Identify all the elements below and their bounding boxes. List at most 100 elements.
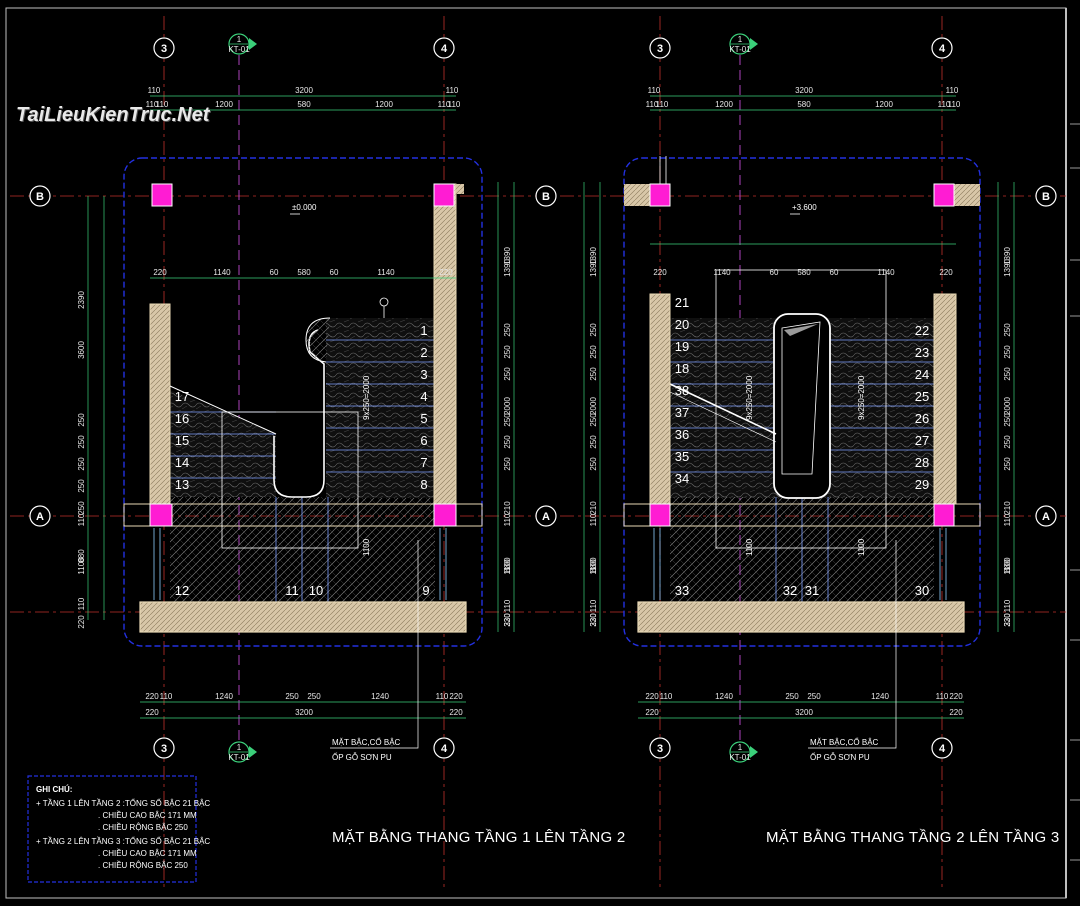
plan-title-1: MẶT BẰNG THANG TẦNG 1 LÊN TẦNG 2 <box>332 828 626 846</box>
dim-text: 110 <box>146 100 159 109</box>
dim-text: 2000 <box>1003 397 1012 415</box>
dim-text: 1240 <box>371 692 389 701</box>
dim-text: 60 <box>830 268 839 277</box>
dim-text: 220 <box>645 692 659 701</box>
dim-text: 250 <box>503 323 512 337</box>
dim-text: 1390 <box>503 259 512 277</box>
step-number: 22 <box>915 323 929 338</box>
dim-text: 580 <box>297 268 311 277</box>
step-number: 35 <box>675 449 689 464</box>
dim-text: 110 <box>946 86 959 95</box>
step-number: 21 <box>675 295 689 310</box>
note-line: + TẦNG 2 LÊN TẦNG 3 :TỔNG SỐ BẬC 21 BẬC <box>36 836 210 846</box>
step-number: 2 <box>420 345 427 360</box>
dim-text: 250 <box>503 457 512 471</box>
dimension-lines <box>87 95 1015 719</box>
step-number: 25 <box>915 389 929 404</box>
landing-floor <box>170 497 435 603</box>
step-number: 3 <box>420 367 427 382</box>
dim-text: 1100 <box>589 557 598 575</box>
step-number: 4 <box>420 389 427 404</box>
dim-text: 220 <box>1003 613 1012 627</box>
mid-dim: 1100 <box>745 538 754 556</box>
column <box>151 183 173 207</box>
dim-text: 1240 <box>215 692 233 701</box>
dim-text: 110 <box>1003 599 1012 612</box>
dim-text: 210 <box>589 501 598 515</box>
dim-text: 330 <box>503 613 512 627</box>
dim-text: 110 <box>503 599 512 612</box>
dim-text: 1200 <box>715 100 733 109</box>
dim-text: 1390 <box>589 247 598 265</box>
step-number: 30 <box>915 583 929 598</box>
step-number: 24 <box>915 367 929 382</box>
grid-bubble: 4 <box>433 37 455 59</box>
grid-bubble: 4 <box>931 737 953 759</box>
dim-text: 250 <box>807 692 821 701</box>
step-number: 19 <box>675 339 689 354</box>
dim-text: 110 <box>646 100 659 109</box>
dim-text: 220 <box>145 692 159 701</box>
svg-text:3: 3 <box>161 43 167 55</box>
material-note-2: ỐP GỖ SƠN PU <box>810 752 870 762</box>
step-number: 18 <box>675 361 689 376</box>
dim-text: 330 <box>1003 613 1012 627</box>
svg-text:3: 3 <box>657 43 663 55</box>
dim-text: 110 <box>438 100 451 109</box>
dim-text: 1100 <box>503 557 512 575</box>
dim-text: 250 <box>503 435 512 449</box>
grid-bubble: B <box>1035 185 1057 207</box>
material-note-2: ỐP GỖ SƠN PU <box>332 752 392 762</box>
dim-text: 250 <box>77 479 86 493</box>
bottom-wall <box>139 601 467 633</box>
dim-text: 250 <box>503 413 512 427</box>
grid-bubble: A <box>1035 505 1057 527</box>
svg-text:1: 1 <box>738 743 743 752</box>
dim-text: 110 <box>156 100 169 109</box>
dim-text: 210 <box>503 501 512 515</box>
step-number: 23 <box>915 345 929 360</box>
bottom-wall <box>637 601 965 633</box>
column <box>933 503 955 527</box>
step-number: 11 <box>285 583 299 598</box>
title-block-strip <box>1070 123 1080 861</box>
dim-text: 110 <box>660 692 673 701</box>
step-number: 7 <box>420 455 427 470</box>
svg-text:4: 4 <box>939 743 946 755</box>
dim-text: 580 <box>797 268 811 277</box>
column <box>649 183 671 207</box>
svg-text:KT-01: KT-01 <box>228 45 250 54</box>
dim-text: 250 <box>1003 345 1012 359</box>
step-number: 38 <box>675 383 689 398</box>
section-tag: 1KT-01 <box>729 33 758 55</box>
step-number: 32 <box>783 583 797 598</box>
step-number: 34 <box>675 471 689 486</box>
step-number: 6 <box>420 433 427 448</box>
dim-text: 220 <box>503 613 512 627</box>
grid-bubble: A <box>29 505 51 527</box>
svg-text:3: 3 <box>161 743 167 755</box>
column <box>149 503 173 527</box>
watermark: TaiLieuKienTruc.Net <box>16 104 209 127</box>
dim-text: 2000 <box>589 397 598 415</box>
dim-text: 250 <box>503 345 512 359</box>
dim-text: 60 <box>330 268 339 277</box>
dim-text: 580 <box>797 100 811 109</box>
svg-text:4: 4 <box>441 743 448 755</box>
dim-text: 210 <box>1003 501 1012 515</box>
dim-text: 1240 <box>871 692 889 701</box>
step-number: 15 <box>175 433 189 448</box>
section-tag: 1KT-01 <box>729 741 758 763</box>
flight-left <box>170 390 276 497</box>
step-number: 12 <box>175 583 189 598</box>
dim-text: 250 <box>589 345 598 359</box>
dim-text: 220 <box>145 708 159 717</box>
dim-text: 2390 <box>77 291 86 309</box>
dim-text: 110 <box>148 86 161 95</box>
plan-floor2-to-floor3: +3.600 9x250=2000 9x250=2000 1100 1100 <box>623 156 981 647</box>
step-number: 14 <box>175 455 189 470</box>
dim-text: 110 <box>503 513 512 526</box>
dim-text: 250 <box>589 435 598 449</box>
